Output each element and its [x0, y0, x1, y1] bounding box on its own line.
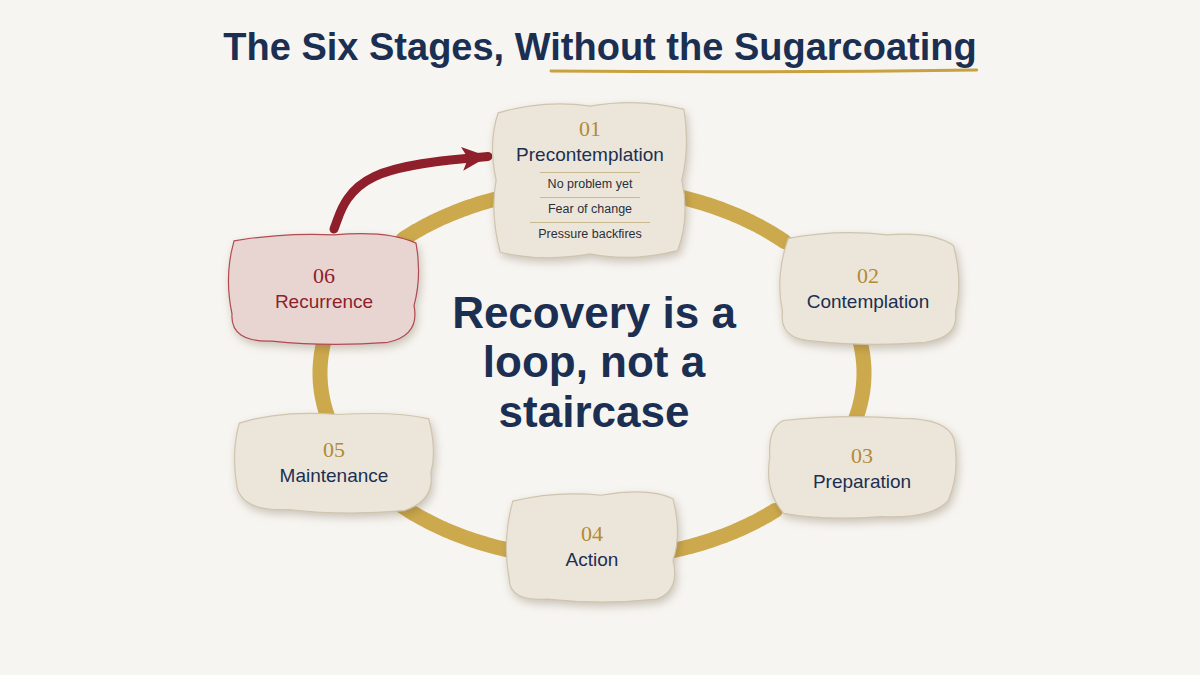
stone-outline: [769, 417, 957, 519]
loop-band: [853, 336, 864, 425]
stage-stone: 05Maintenance: [231, 408, 437, 516]
stage-stone: 03Preparation: [764, 414, 960, 522]
stage-note: Pressure backfires: [530, 222, 650, 244]
loop-band: [399, 504, 514, 551]
stone-outline: [228, 234, 418, 345]
stage-number: 03: [851, 443, 873, 469]
stage-name: Precontemplation: [516, 144, 664, 166]
stage-name: Contemplation: [807, 291, 930, 313]
stage-stone: 06Recurrence: [224, 229, 424, 347]
stage-stone: 02Contemplation: [773, 229, 963, 347]
stage-name: Preparation: [813, 471, 911, 493]
stage-number: 04: [581, 521, 603, 547]
title-underline: [551, 70, 977, 72]
stage-name: Recurrence: [275, 291, 373, 313]
stage-stone: 04Action: [502, 487, 682, 605]
return-arrow: [334, 156, 488, 229]
stone-outline: [780, 233, 959, 345]
loop-band: [403, 198, 500, 239]
loop-band: [320, 336, 329, 419]
stone-outline: [235, 413, 434, 513]
stage-name: Action: [566, 549, 619, 571]
stage-number: 06: [313, 263, 335, 289]
title-block: The Six Stages, Without the Sugarcoating: [0, 26, 1200, 69]
stone-outline: [506, 492, 677, 602]
stone-outline: [493, 103, 687, 258]
stage-note: No problem yet: [540, 172, 641, 194]
stage-number: 05: [323, 437, 345, 463]
stage-stone: 01Precontemplation No problem yetFear of …: [488, 96, 692, 264]
loop-band: [669, 510, 775, 551]
stage-note: Fear of change: [540, 197, 640, 219]
stage-number: 02: [857, 263, 879, 289]
stage-name: Maintenance: [280, 465, 389, 487]
title: The Six Stages, Without the Sugarcoating: [223, 26, 976, 68]
stage-number: 01: [579, 116, 601, 142]
loop-band: [679, 197, 785, 242]
center-statement: Recovery is a loop, not a staircase: [419, 288, 769, 436]
